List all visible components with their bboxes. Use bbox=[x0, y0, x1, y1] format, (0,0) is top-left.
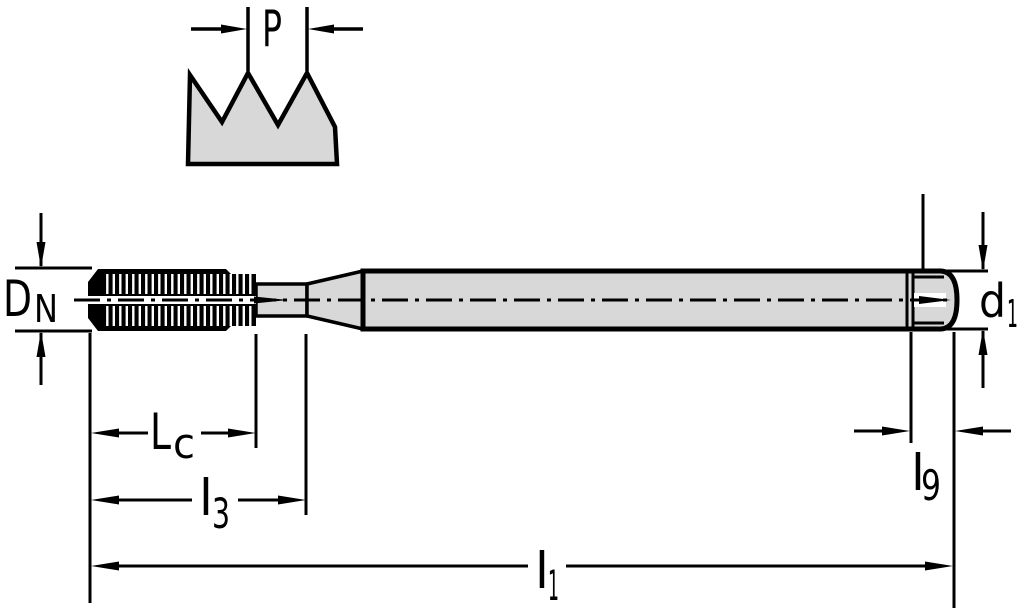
arrowhead bbox=[978, 245, 988, 271]
square-symbol bbox=[906, 161, 940, 269]
arrowhead bbox=[91, 561, 119, 571]
tap-body bbox=[74, 161, 960, 332]
arrowhead bbox=[91, 495, 119, 505]
thread-profile-detail: P bbox=[185, 0, 363, 167]
label-main: l bbox=[535, 542, 549, 600]
dimension-l9: l 9 bbox=[854, 332, 1011, 510]
center-hole-wedge bbox=[919, 296, 951, 304]
label-main: d bbox=[979, 274, 1006, 328]
thread-hatch-upper bbox=[102, 274, 252, 294]
dimension-l1: l 1 bbox=[91, 542, 953, 610]
arrowhead bbox=[925, 561, 953, 571]
label-main: D bbox=[3, 270, 32, 328]
thread-hatch-lower bbox=[102, 306, 252, 326]
arrowhead bbox=[36, 242, 46, 268]
pitch-dimension: P bbox=[191, 0, 363, 58]
label-main: l bbox=[911, 444, 925, 502]
label-subscript: 3 bbox=[212, 489, 230, 538]
arrowhead bbox=[36, 331, 46, 357]
label-main: L bbox=[150, 403, 171, 461]
thread-profile-shape bbox=[185, 67, 340, 167]
pitch-label: P bbox=[262, 0, 282, 58]
arrowhead bbox=[955, 426, 983, 436]
thread-runout-wedge bbox=[254, 296, 288, 304]
dimension-lc: L c bbox=[91, 334, 258, 468]
label-subscript: c bbox=[173, 419, 195, 468]
arrowhead bbox=[221, 24, 247, 34]
dimension-l3: l 3 bbox=[91, 334, 308, 538]
label-main: l bbox=[199, 469, 213, 527]
square-symbol-box bbox=[906, 161, 940, 194]
arrowhead bbox=[882, 426, 910, 436]
arrowhead bbox=[278, 495, 306, 505]
dimension-d1: d 1 bbox=[880, 212, 1018, 388]
dimension-dn: D N bbox=[3, 213, 92, 385]
arrowhead bbox=[978, 329, 988, 355]
label-subscript: 9 bbox=[921, 461, 941, 510]
arrowhead bbox=[91, 428, 119, 438]
arrowhead bbox=[308, 24, 334, 34]
label-subscript: 1 bbox=[548, 561, 559, 610]
arrowhead bbox=[228, 428, 256, 438]
label-subscript: N bbox=[34, 287, 58, 331]
label-subscript: 1 bbox=[1007, 292, 1018, 336]
